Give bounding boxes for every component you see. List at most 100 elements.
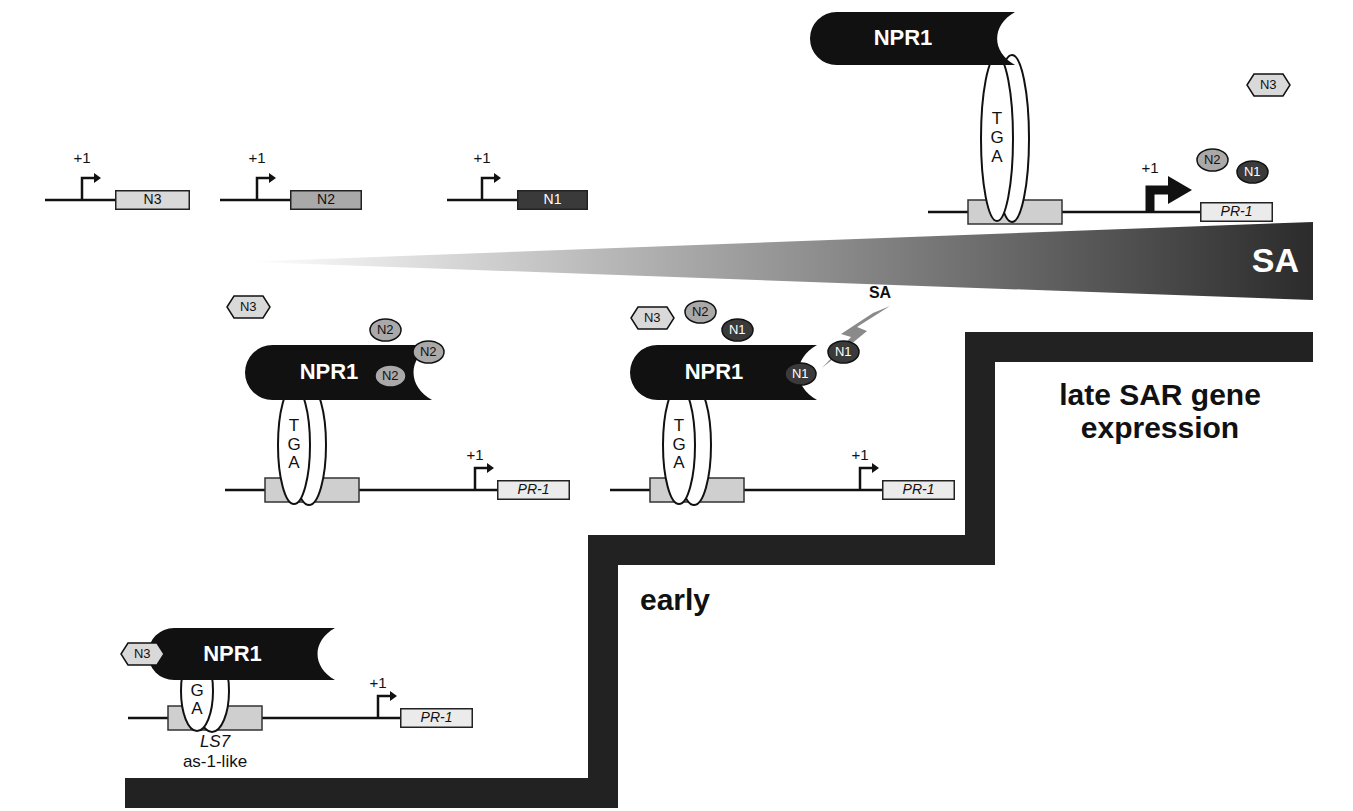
protein-outline [630, 345, 817, 400]
ellipse-outline [828, 341, 859, 363]
node-text: N3 [144, 192, 162, 207]
tss-arrow [475, 468, 487, 490]
nimin-oval: N1 [784, 362, 817, 386]
hexagon-outline [227, 296, 270, 318]
tss-label: +1 [248, 150, 265, 167]
node-text: NPR1 [203, 642, 262, 666]
tss-arrow [257, 178, 269, 200]
ellipse-outline [663, 386, 695, 504]
node-text: N2 [382, 369, 399, 383]
promoter-line [220, 199, 290, 202]
node-text: N2 [377, 323, 394, 337]
pr1-gene-box: PR-1 [1200, 202, 1273, 222]
hexagon-outline [1247, 74, 1290, 96]
sa-gradient-wedge: SA [248, 222, 1313, 300]
node-text: PR-1 [421, 710, 453, 725]
phase-label: early [640, 583, 710, 616]
tga-factor: TGA [980, 55, 1014, 222]
ellipse-outline [785, 363, 816, 385]
arrow-head [269, 173, 276, 183]
node-text: N2 [317, 192, 335, 207]
hexagon-outline [121, 643, 164, 665]
protein-outline [810, 12, 1015, 65]
tss-arrow [482, 178, 494, 200]
tss-arrow [378, 696, 390, 718]
node-text: PR-1 [903, 482, 935, 497]
pr1-gene-box: PR-1 [400, 708, 473, 728]
tss-label: +1 [369, 675, 386, 692]
element-name: as-1-like [183, 753, 247, 772]
nimin-oval: N1 [721, 318, 754, 342]
box-outline [518, 191, 588, 210]
node-text: SA [1252, 242, 1299, 279]
nimin-oval: N2 [412, 340, 445, 364]
node-text: PR-1 [518, 482, 550, 497]
tga-factor: TGA [662, 385, 696, 505]
node-shape [248, 222, 1313, 300]
gene-box: N2 [290, 190, 362, 210]
tga-factor: TGA [277, 385, 311, 505]
box-outline [498, 481, 570, 500]
node-text: N2 [1204, 153, 1221, 167]
node-text: N1 [835, 345, 852, 359]
node-text: N3 [644, 311, 661, 325]
arrow-head [94, 173, 101, 183]
protein-outline [245, 345, 432, 400]
gene-box: N1 [517, 190, 588, 210]
tss-label: +1 [851, 447, 868, 464]
box-outline [401, 709, 473, 728]
node-text: NPR1 [874, 26, 933, 50]
ellipse-outline [685, 301, 716, 323]
arrow-head [1168, 176, 1192, 204]
node-text: N3 [240, 300, 257, 314]
sar-staircase [125, 347, 1313, 793]
gradient-wedge [248, 222, 1313, 300]
node-text: N3 [1260, 78, 1277, 92]
tss-label: +1 [73, 150, 90, 167]
node-text: TGA [671, 417, 688, 473]
node-text: PR-1 [1221, 204, 1253, 219]
ellipse-outline [981, 56, 1013, 221]
node-text: N1 [544, 192, 562, 207]
gene-box: N3 [115, 190, 190, 210]
arrow-head [487, 463, 494, 473]
box-outline [1201, 203, 1273, 222]
pr1-gene-box: PR-1 [497, 480, 570, 500]
phase-label: late SAR gene expression [1035, 378, 1285, 444]
tss-label: +1 [466, 447, 483, 464]
pr1-gene-box: PR-1 [882, 480, 955, 500]
tss-arrow-strong [1150, 190, 1170, 212]
nimin3-hexagon: N3 [226, 295, 271, 319]
arrow-head [872, 463, 879, 473]
protein-outline [148, 628, 335, 680]
ellipse-outline [370, 319, 401, 341]
element-name: LS7 [200, 733, 230, 752]
tss-arrow [82, 178, 94, 200]
node-text: N2 [420, 345, 437, 359]
tss-label: +1 [1141, 160, 1158, 177]
node-text: TGA [989, 110, 1006, 166]
node-text: NPR1 [685, 360, 744, 384]
tss-arrow [860, 468, 872, 490]
nimin-oval: N1 [1236, 160, 1269, 184]
nimin-oval: N1 [827, 340, 860, 364]
node-text: NPR1 [300, 360, 359, 384]
hexagon-outline [631, 307, 674, 329]
ellipse-outline [1237, 161, 1268, 183]
npr1-protein: NPR1 [810, 12, 1015, 65]
signal-label: SA [869, 284, 891, 302]
box-outline [883, 481, 955, 500]
ellipse-outline [278, 386, 310, 504]
promoter-line [45, 199, 115, 202]
ellipse-outline [375, 365, 406, 387]
nimin3-hexagon: N3 [630, 306, 675, 330]
ellipse-outline [181, 651, 213, 731]
nimin-oval: N2 [369, 318, 402, 342]
nimin-oval: N2 [374, 364, 407, 388]
nimin3-hexagon: N3 [1246, 73, 1291, 97]
tss-label: +1 [473, 150, 490, 167]
node-text: N1 [729, 323, 746, 337]
ellipse-outline [722, 319, 753, 341]
box-outline [291, 191, 362, 210]
